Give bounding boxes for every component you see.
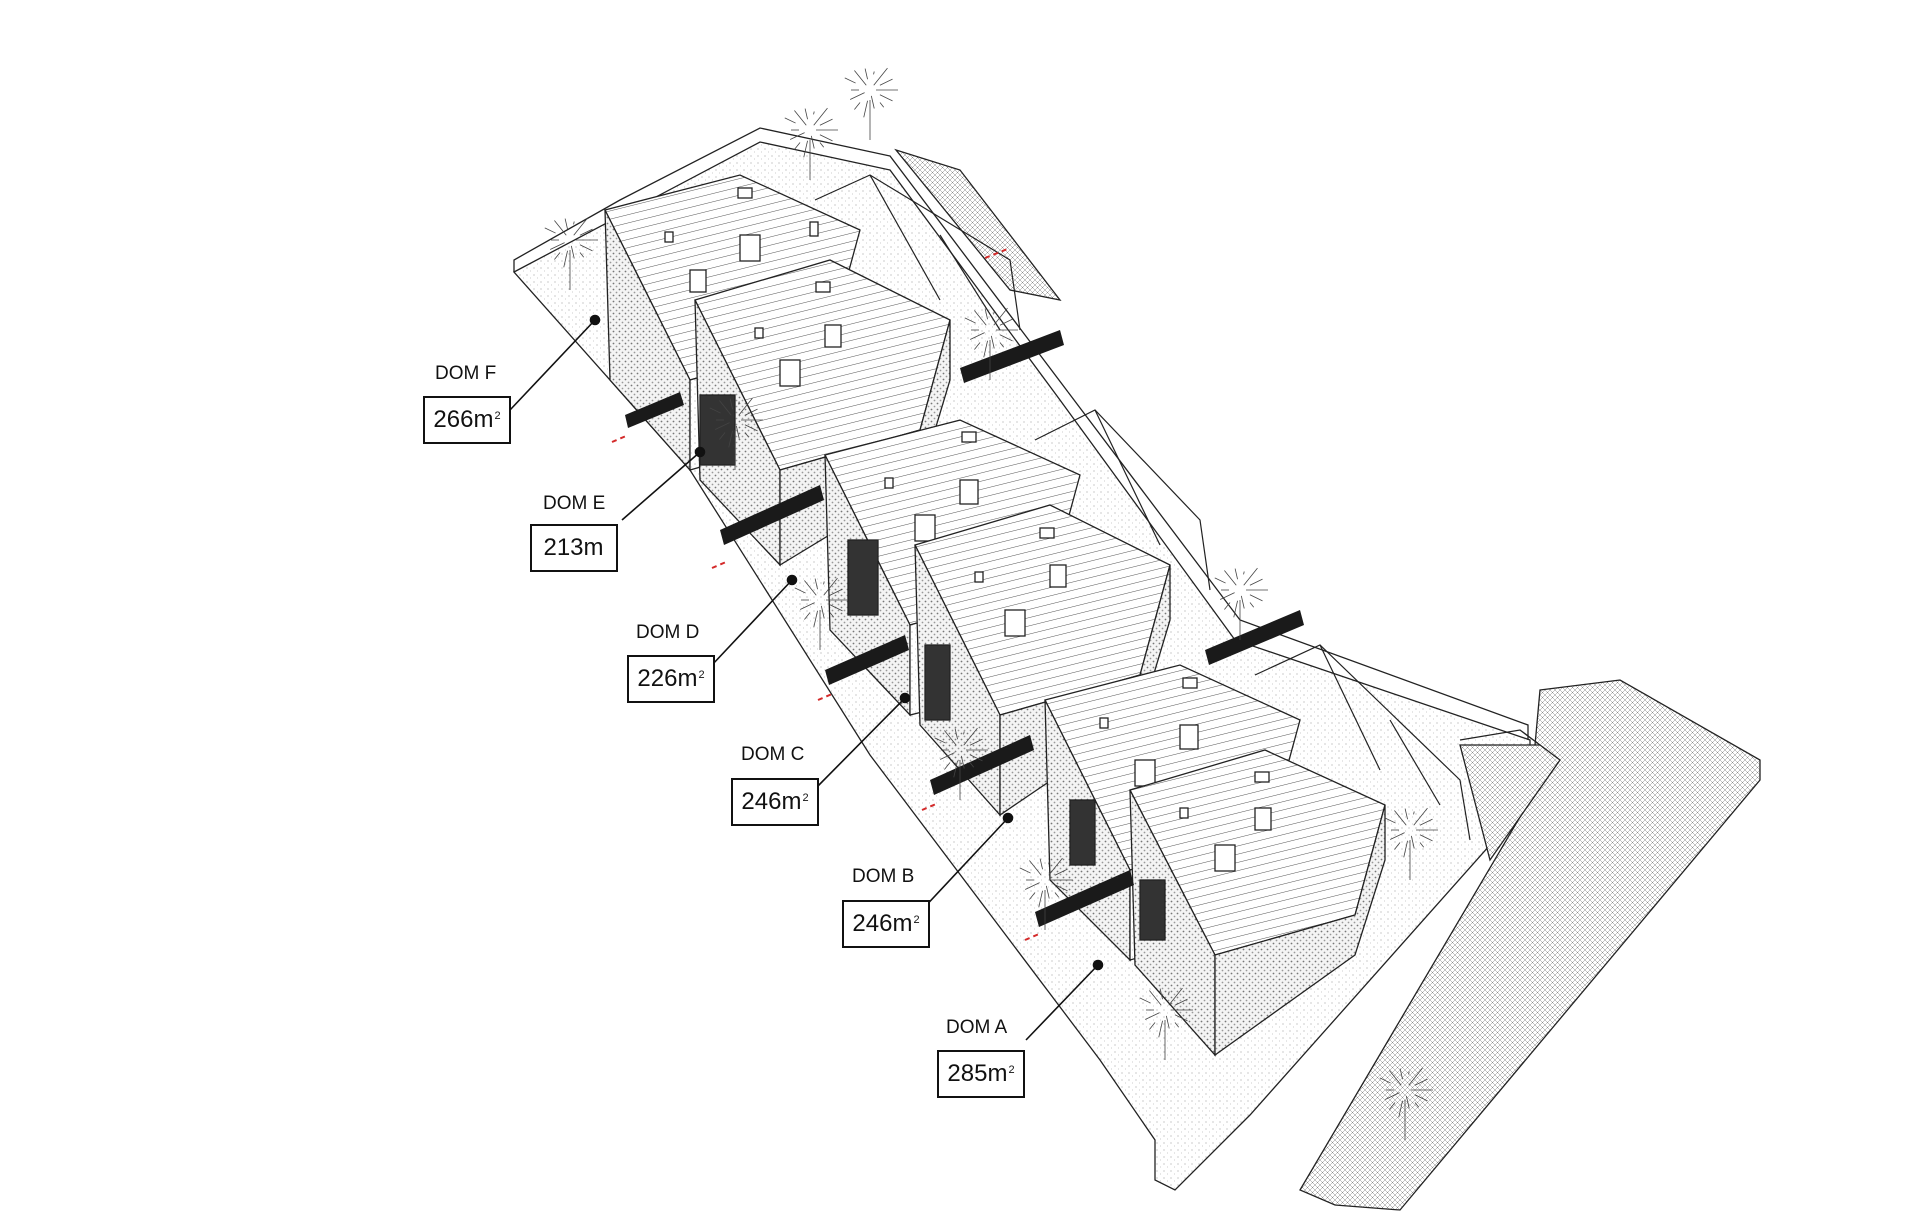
boundary-markers [611,247,1040,941]
dom-b-area: 246m [852,910,913,937]
dom-b-area-sup: 2 [913,914,920,926]
tree [1019,857,1073,930]
tree [1384,807,1438,880]
carports [814,174,1471,841]
tree [1379,1067,1433,1140]
dom-a-label: DOM A [946,1017,1008,1038]
dom-e-area-box: 213m [530,524,618,572]
leader-lines [509,314,1104,1041]
dom-f-label: DOM F [435,363,497,384]
dom-e-area: 213m [543,534,604,561]
tree [544,217,598,290]
tree [934,727,988,800]
tree [1214,567,1268,640]
tree [964,307,1018,380]
dom-b-label: DOM B [852,866,915,887]
dom-e-label: DOM E [543,493,606,514]
tree [794,577,848,650]
dom-f-area-sup: 2 [494,410,501,422]
trees [544,67,1438,1140]
tree [844,67,898,140]
house-dom-a [1129,749,1386,1057]
dom-f-area: 266m [433,406,494,433]
dom-c-label: DOM C [741,744,805,765]
dom-a-area-sup: 2 [1008,1064,1015,1076]
dom-d-label: DOM D [636,622,700,643]
dom-d-area-sup: 2 [698,669,705,681]
tree [1139,987,1193,1060]
hedges [625,330,1304,927]
tree [784,107,838,180]
dom-c-area-sup: 2 [802,792,809,804]
dom-a-area: 285m [947,1060,1008,1087]
houses [604,174,1386,1057]
dom-c-area: 246m [741,788,802,815]
dom-d-area: 226m [637,665,698,692]
tree [709,397,763,470]
